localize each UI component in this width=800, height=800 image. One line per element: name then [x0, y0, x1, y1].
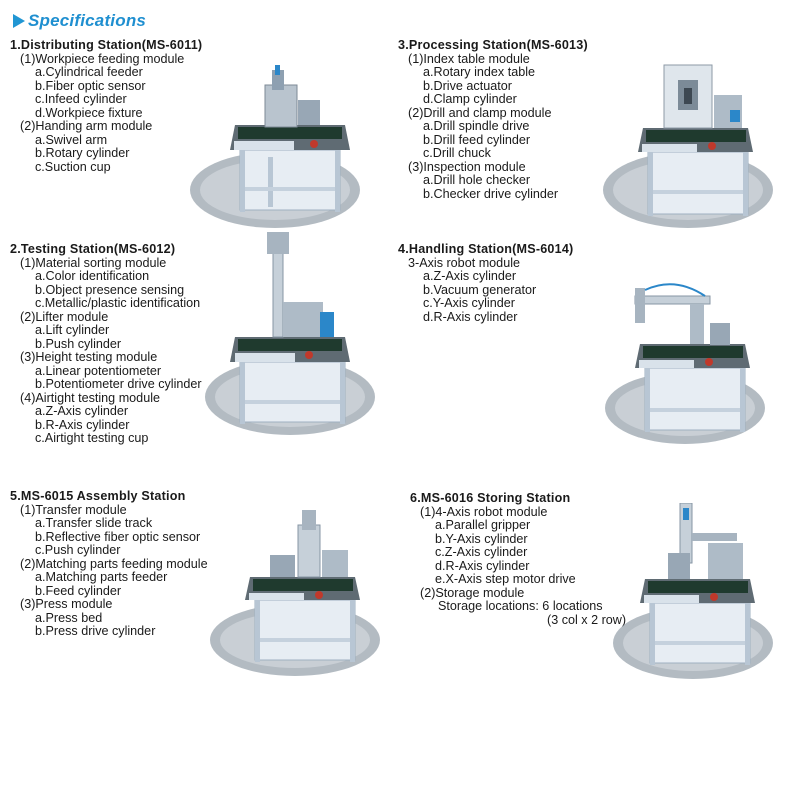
module-item: b.R-Axis cylinder	[35, 417, 130, 432]
module-item: e.X-Axis step motor drive	[435, 572, 576, 586]
module-heading: (2)Drill and clamp module	[408, 105, 552, 120]
module-item: b.Reflective fiber optic sensor	[35, 529, 201, 544]
module-item: a.Press bed	[35, 610, 103, 625]
module-item: c.Z-Axis cylinder	[435, 545, 528, 559]
module-heading: (1)Transfer module	[20, 502, 127, 517]
module-item: c.Push cylinder	[35, 543, 121, 557]
module-heading: (2)Handing arm module	[20, 119, 153, 133]
heading-text: Specifications	[28, 11, 147, 30]
station-title: 1.Distributing Station(MS-6011)	[10, 38, 203, 52]
station-spec-assembly: 5.MS-6015 Assembly Station (1)Transfer m…	[10, 489, 208, 639]
module-item: a.Rotary index table	[423, 65, 536, 79]
station-title: 3.Processing Station(MS-6013)	[398, 38, 588, 52]
module-item: b.Object presence sensing	[35, 282, 185, 297]
module-heading: 3-Axis robot module	[408, 255, 520, 270]
station-spec-storing: 6.MS-6016 Storing Station (1)4-Axis robo…	[410, 491, 627, 628]
module-heading: (1)Workpiece feeding module	[20, 51, 185, 66]
module-item: b.Press drive cylinder	[35, 624, 156, 638]
distributing-station-image	[190, 65, 360, 228]
station-title: 5.MS-6015 Assembly Station	[10, 489, 186, 503]
module-item: a.Lift cylinder	[35, 323, 110, 337]
module-item: d.Workpiece fixture	[35, 105, 143, 120]
module-item: b.Y-Axis cylinder	[435, 531, 528, 546]
section-heading: Specifications	[13, 11, 146, 31]
module-item: b.Vacuum generator	[423, 282, 537, 297]
module-item: b.Checker drive cylinder	[423, 186, 559, 201]
module-item: c.Suction cup	[35, 159, 111, 174]
module-item: a.Z-Axis cylinder	[423, 269, 517, 283]
module-item: a.Parallel gripper	[435, 518, 531, 532]
module-item: b.Drive actuator	[423, 78, 512, 93]
module-item: Storage locations: 6 locations	[438, 599, 603, 613]
module-heading: (3)Inspection module	[408, 159, 526, 174]
module-item: d.R-Axis cylinder	[435, 558, 530, 573]
module-item: b.Potentiometer drive cylinder	[35, 377, 202, 391]
module-item: a.Color identification	[35, 269, 150, 283]
module-item: a.Z-Axis cylinder	[35, 404, 129, 418]
module-item: b.Feed cylinder	[35, 583, 122, 598]
assembly-station-image	[210, 510, 380, 676]
module-heading: (2)Matching parts feeding module	[20, 556, 208, 571]
module-heading: (3)Press module	[20, 597, 113, 611]
storing-station-image	[613, 503, 773, 679]
module-item: c.Metallic/plastic identification	[35, 296, 201, 310]
module-heading: (2)Storage module	[420, 585, 525, 600]
station-title: 2.Testing Station(MS-6012)	[10, 242, 176, 256]
module-heading: (2)Lifter module	[20, 309, 109, 324]
module-heading: (1)Index table module	[408, 51, 530, 66]
module-item: b.Push cylinder	[35, 336, 122, 351]
module-item: c.Airtight testing cup	[35, 431, 149, 445]
module-item: d.R-Axis cylinder	[423, 309, 518, 324]
station-spec-testing: 2.Testing Station(MS-6012) (1)Material s…	[10, 242, 202, 446]
module-item: b.Rotary cylinder	[35, 146, 130, 160]
module-item: a.Linear potentiometer	[35, 363, 162, 378]
module-item: a.Drill spindle drive	[423, 119, 530, 133]
station-spec-handling: 4.Handling Station(MS-6014) 3-Axis robot…	[398, 242, 574, 325]
station-spec-distributing: 1.Distributing Station(MS-6011) (1)Workp…	[10, 38, 203, 175]
module-item: a.Drill hole checker	[423, 173, 531, 187]
module-item: d.Clamp cylinder	[423, 92, 517, 106]
triangle-bullet-icon	[13, 14, 25, 28]
handling-station-image	[605, 283, 765, 444]
testing-station-image	[205, 232, 375, 435]
module-item: c.Infeed cylinder	[35, 92, 127, 106]
station-title: 4.Handling Station(MS-6014)	[398, 242, 574, 256]
module-heading: (3)Height testing module	[20, 350, 158, 364]
module-item: a.Swivel arm	[35, 132, 108, 147]
module-heading: (1)4-Axis robot module	[420, 504, 548, 519]
module-heading: (1)Material sorting module	[20, 255, 167, 270]
processing-station-image	[603, 64, 773, 228]
module-heading: (4)Airtight testing module	[20, 390, 160, 405]
module-item: a.Cylindrical feeder	[35, 65, 143, 79]
module-item: a.Matching parts feeder	[35, 570, 168, 584]
module-item: c.Drill chuck	[423, 146, 491, 160]
module-item: a.Transfer slide track	[35, 516, 153, 530]
module-item: b.Fiber optic sensor	[35, 78, 146, 93]
module-item: c.Y-Axis cylinder	[423, 296, 515, 310]
station-title: 6.MS-6016 Storing Station	[410, 491, 571, 505]
station-spec-processing: 3.Processing Station(MS-6013) (1)Index t…	[398, 38, 588, 202]
module-item: b.Drill feed cylinder	[423, 132, 531, 147]
module-item: (3 col x 2 row)	[547, 612, 627, 627]
